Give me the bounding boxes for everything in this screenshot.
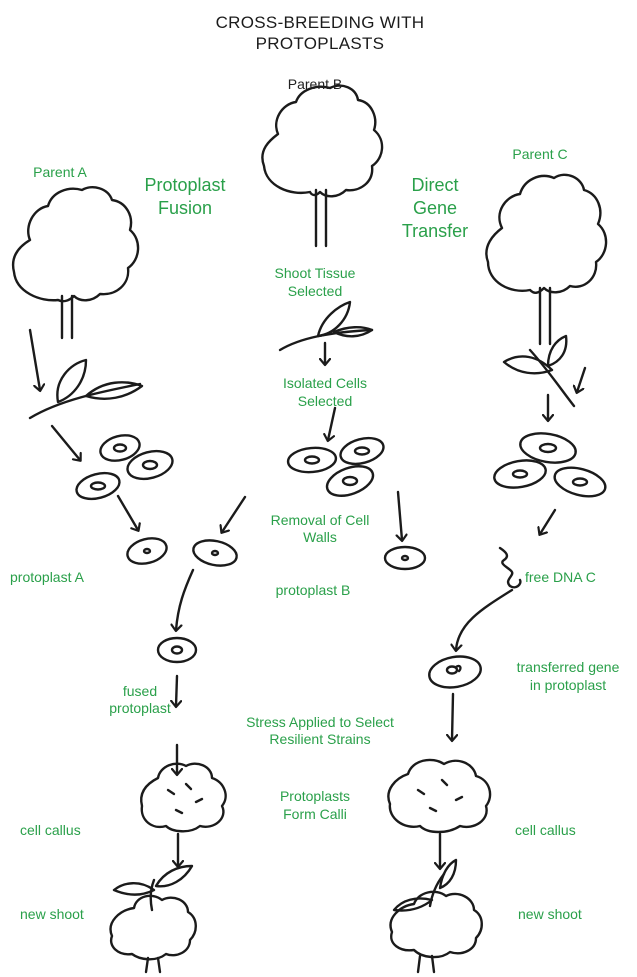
protoplast-a-label: protoplast A (10, 569, 120, 586)
protoplast-b-label: protoplast B (258, 582, 368, 599)
transferred-gene-line1: transferred gene (500, 659, 636, 676)
new-shoot-right-label: new shoot (518, 906, 618, 923)
new-shoot-left-label: new shoot (20, 906, 120, 923)
isolated-cells-line2: Selected (255, 393, 395, 410)
diagram-title-line1: CROSS-BREEDING WITH (200, 12, 440, 33)
protoplasts-form-calli-line1: Protoplasts (255, 788, 375, 805)
parent-a-tree-icon (13, 187, 138, 338)
protoplast-fusion-line1: Protoplast (125, 174, 245, 196)
fused-protoplast-line1: fused (110, 683, 170, 700)
parent-c-label: Parent C (500, 146, 580, 163)
protoplast-b-center-icon (385, 547, 425, 569)
free-dna-c-label: free DNA C (525, 569, 625, 586)
leaf-sprig-left-icon (30, 360, 142, 418)
parent-a-label: Parent A (20, 164, 100, 181)
protoplast-a-icon (125, 534, 170, 568)
direct-gene-transfer-line2: Gene (390, 197, 480, 219)
cell-callus-right-icon (388, 760, 490, 832)
protoplast-fusion-line2: Fusion (125, 197, 245, 219)
fused-protoplast-icon (158, 638, 196, 662)
removal-cell-walls-line2: Walls (250, 529, 390, 546)
diagram-title-line2: PROTOPLASTS (200, 33, 440, 54)
new-shoot-left-icon (111, 866, 196, 972)
transferred-gene-line2: in protoplast (500, 677, 636, 694)
isolated-cells-line1: Isolated Cells (255, 375, 395, 392)
shoot-tissue-line2: Selected (255, 283, 375, 300)
fused-protoplast-line2: protoplast (100, 700, 180, 717)
cell-callus-left-label: cell callus (20, 822, 120, 839)
parent-c-tree-icon (486, 175, 606, 344)
parent-b-tree-icon (262, 86, 382, 246)
leaf-sprig-right-icon (504, 336, 574, 406)
removal-cell-walls-line1: Removal of Cell (250, 512, 390, 529)
direct-gene-transfer-line3: Transfer (390, 220, 480, 242)
free-dna-squiggle-icon (500, 548, 520, 587)
direct-gene-transfer-line1: Direct (390, 174, 480, 196)
cell-callus-right-label: cell callus (515, 822, 615, 839)
stress-applied-line1: Stress Applied to Select (220, 714, 420, 731)
parent-b-label: Parent B (270, 76, 360, 93)
cell-cluster-left-icon (74, 431, 176, 503)
cell-callus-left-icon (141, 764, 225, 832)
cell-cluster-right-icon (492, 429, 608, 501)
new-shoot-right-icon (391, 860, 482, 972)
protoplasts-form-calli-line2: Form Calli (255, 806, 375, 823)
shoot-tissue-line1: Shoot Tissue (255, 265, 375, 282)
cell-cluster-center-icon (287, 434, 386, 502)
stress-applied-line2: Resilient Strains (220, 731, 420, 748)
transferred-gene-protoplast-icon (427, 653, 483, 692)
protoplast-b-left-icon (191, 537, 239, 570)
